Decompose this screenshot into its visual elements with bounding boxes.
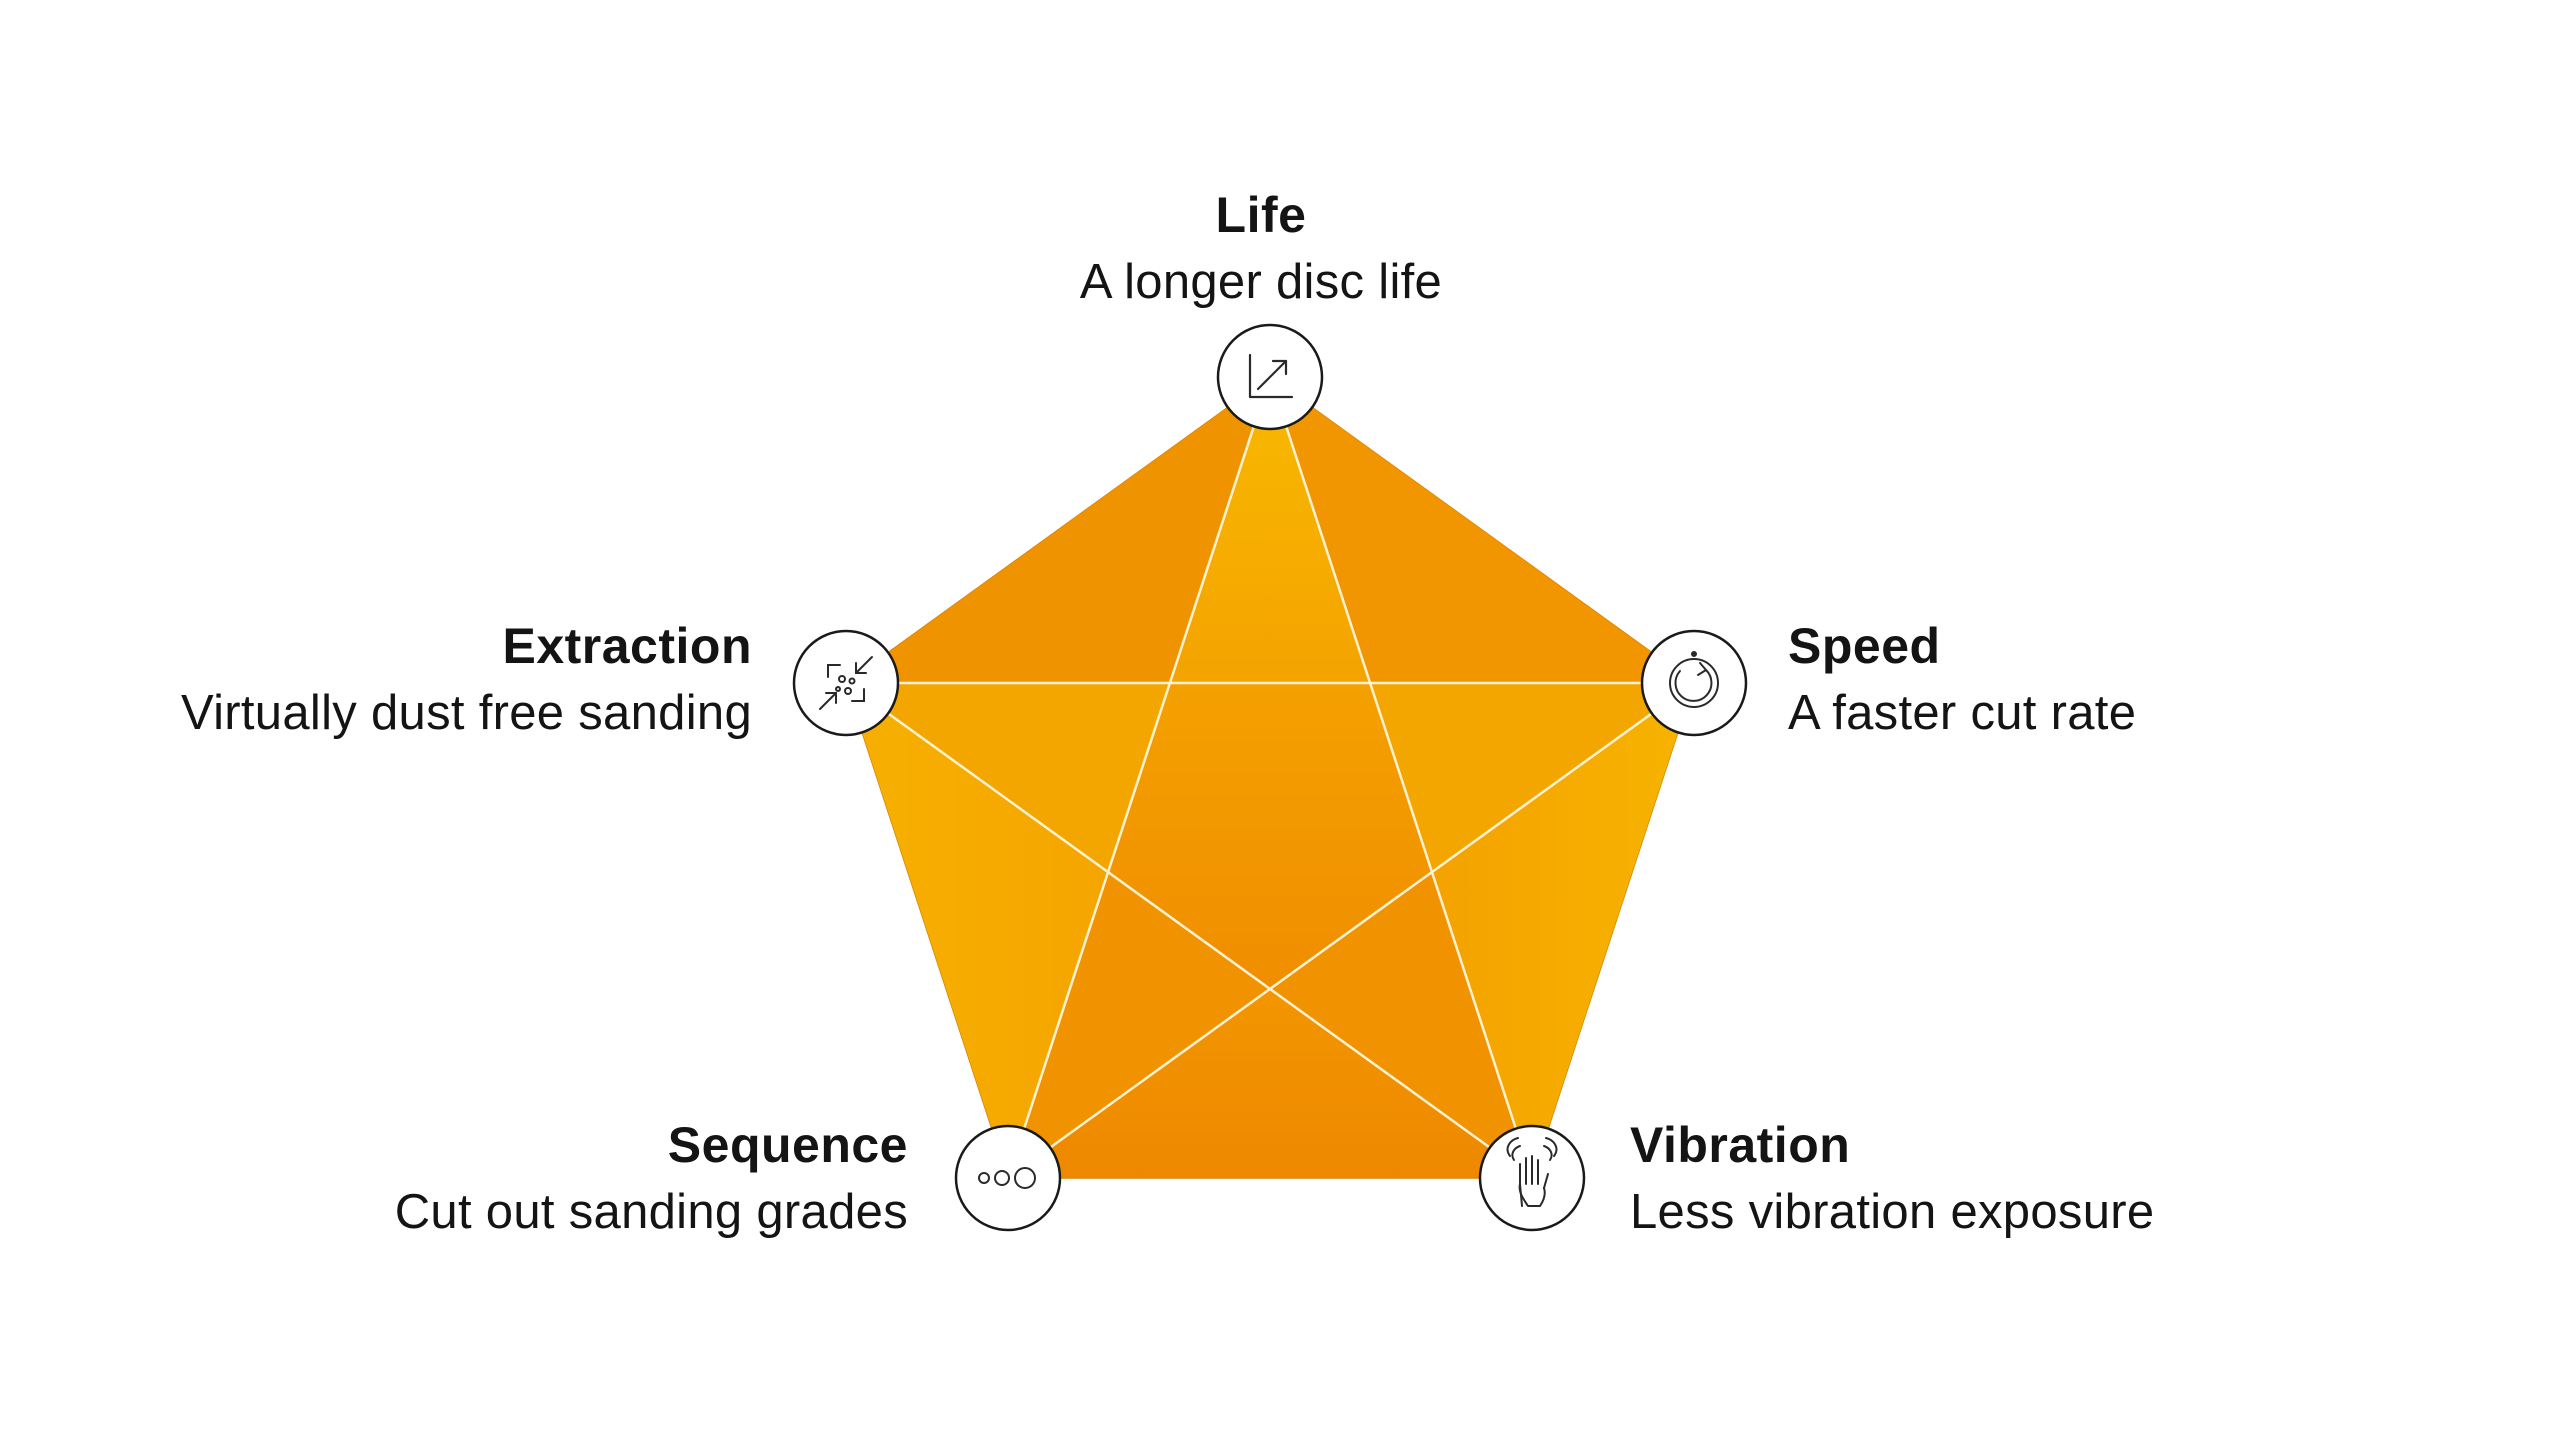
label-extraction: Extraction Virtually dust free sanding: [181, 616, 752, 743]
inner-pentagon: [1108, 683, 1432, 988]
dust-extraction-icon: [819, 656, 873, 710]
three-circles-icon: [978, 1167, 1036, 1189]
region-left: [846, 683, 1108, 1178]
growth-chart-icon: [1248, 353, 1294, 399]
label-sequence: Sequence Cut out sanding grades: [395, 1115, 908, 1242]
life-title: Life: [1215, 187, 1307, 243]
star-point-top: [1170, 377, 1370, 683]
diagonal-life-vibration: [1268, 376, 1534, 1179]
speed-title: Speed: [1788, 618, 1941, 674]
label-speed: Speed A faster cut rate: [1788, 616, 2136, 743]
star-point-bottom-right: [1270, 870, 1532, 1178]
star-point-left: [846, 683, 1170, 870]
pentagram-lines: [845, 376, 1695, 1180]
star-point-right: [1370, 683, 1694, 870]
region-top-left: [846, 377, 1270, 683]
region-top-right: [1270, 377, 1694, 683]
label-life: Life A longer disc life: [1080, 185, 1442, 312]
sequence-description: Cut out sanding grades: [394, 1185, 908, 1239]
sequence-title: Sequence: [667, 1117, 908, 1173]
diagonal-extraction-vibration: [845, 681, 1533, 1180]
region-right: [1432, 683, 1694, 1178]
star-point-bottom-left: [1008, 870, 1270, 1178]
diagonal-speed-sequence: [1007, 681, 1695, 1180]
node-extraction[interactable]: [792, 629, 900, 737]
label-vibration: Vibration Less vibration exposure: [1630, 1115, 2154, 1242]
node-speed[interactable]: [1640, 629, 1748, 737]
extraction-title: Extraction: [502, 618, 752, 674]
vibration-title: Vibration: [1630, 1117, 1851, 1173]
node-vibration[interactable]: [1478, 1124, 1586, 1232]
diagonal-life-sequence: [1006, 376, 1272, 1179]
node-sequence[interactable]: [954, 1124, 1062, 1232]
extraction-description: Virtually dust free sanding: [180, 686, 752, 740]
node-life[interactable]: [1216, 323, 1324, 431]
rotation-icon: [1669, 651, 1719, 708]
speed-description: A faster cut rate: [1788, 686, 2137, 740]
vibrating-hand-icon: [1506, 1137, 1558, 1207]
region-bottom: [1008, 988, 1532, 1178]
vibration-description: Less vibration exposure: [1630, 1185, 2155, 1239]
life-description: A longer disc life: [1079, 255, 1443, 309]
